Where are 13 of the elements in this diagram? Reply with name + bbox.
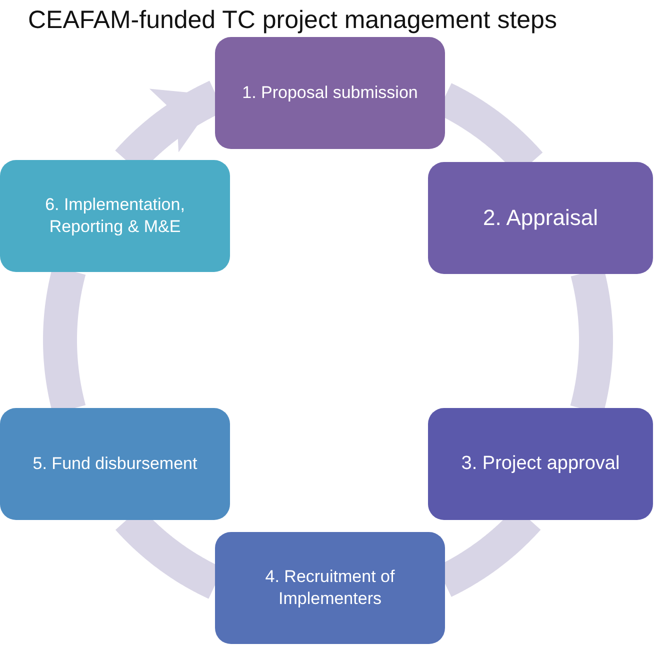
- step-label: 4. Recruitment of Implementers: [264, 566, 396, 610]
- step-label: 5. Fund disbursement: [32, 452, 198, 475]
- step-label: 1. Proposal submission: [242, 82, 418, 104]
- step-box: [428, 408, 653, 520]
- step-box: [215, 37, 445, 149]
- step-label: 3. Project approval: [461, 452, 620, 476]
- step-box: [0, 408, 230, 520]
- step-label: 6. Implementation, Reporting & M&E: [44, 194, 186, 238]
- diagram-title: CEAFAM-funded TC project management steps: [28, 6, 557, 35]
- step-box: [215, 532, 445, 644]
- step-label: 2. Appraisal: [483, 204, 598, 232]
- step-box: [428, 162, 653, 274]
- step-box: [0, 160, 230, 272]
